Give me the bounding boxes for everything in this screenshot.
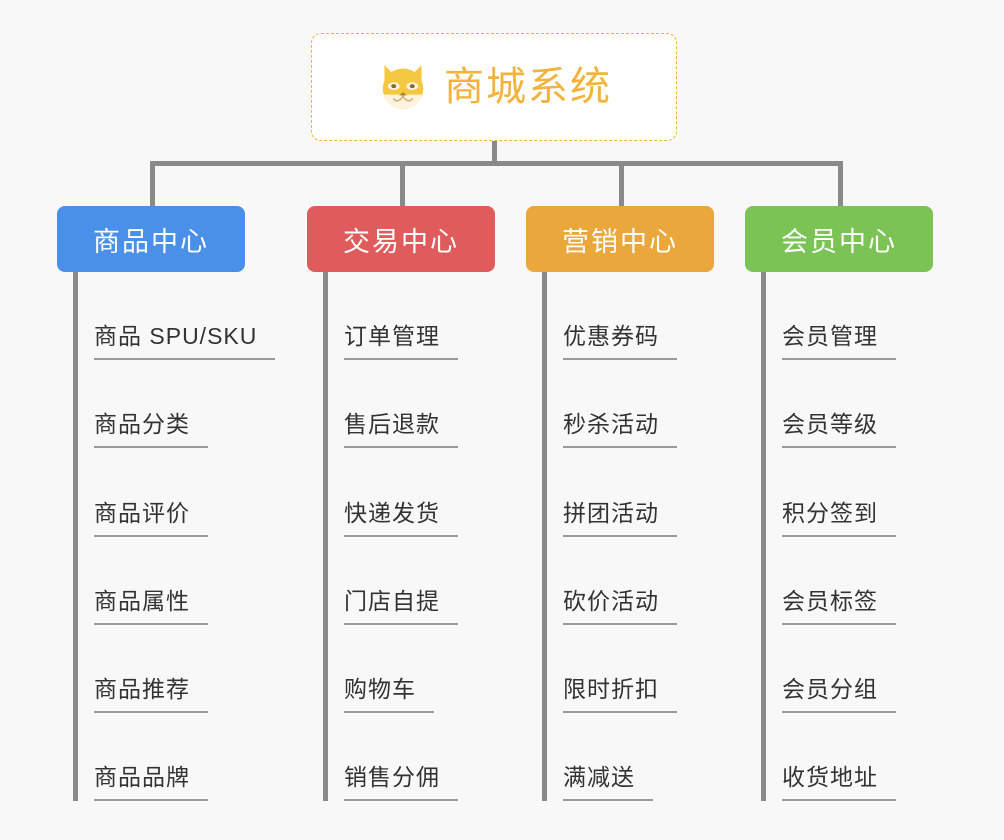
- leaf-label: 秒杀活动: [563, 405, 677, 449]
- leaf-label: 商品评价: [94, 494, 208, 537]
- list-item[interactable]: 拼团活动: [563, 448, 714, 537]
- category-card-product[interactable]: 商品中心: [57, 206, 245, 272]
- category-label: 商品中心: [93, 226, 209, 257]
- list-item[interactable]: 商品分类: [94, 360, 245, 449]
- list-item[interactable]: 商品推荐: [94, 625, 245, 713]
- list-item[interactable]: 收货地址: [782, 713, 933, 802]
- category-card-marketing[interactable]: 营销中心: [526, 206, 714, 272]
- list-item[interactable]: 商品属性: [94, 537, 245, 625]
- category-card-trade[interactable]: 交易中心: [307, 206, 495, 272]
- leaf-label: 购物车: [344, 670, 434, 713]
- root-stem-connector: [492, 141, 497, 165]
- list-item[interactable]: 秒杀活动: [563, 360, 714, 449]
- leaf-label: 优惠券码: [563, 317, 677, 361]
- list-item[interactable]: 售后退款: [344, 360, 495, 449]
- leaf-label: 拼团活动: [563, 494, 677, 537]
- category-card-member[interactable]: 会员中心: [745, 206, 933, 272]
- leaf-label: 商品品牌: [94, 758, 208, 802]
- list-item[interactable]: 会员管理: [782, 272, 933, 361]
- branch-drop-connector-1: [150, 161, 155, 209]
- branch-drop-connector-2: [400, 161, 405, 209]
- root-title: 商城系统: [444, 65, 612, 109]
- branch-column-member: 会员中心 会员管理 会员等级 积分签到 会员标签 会员分组 收货地址: [745, 206, 933, 802]
- list-item[interactable]: 砍价活动: [563, 537, 714, 625]
- leaf-label: 售后退款: [344, 405, 458, 449]
- leaf-label: 商品属性: [94, 582, 208, 625]
- leaf-label: 订单管理: [344, 317, 458, 361]
- branch-bus-connector: [150, 161, 843, 166]
- list-item[interactable]: 商品评价: [94, 448, 245, 537]
- leaf-label: 快递发货: [344, 494, 458, 537]
- leaf-list-product: 商品 SPU/SKU 商品分类 商品评价 商品属性 商品推荐 商品品牌: [73, 272, 276, 802]
- leaf-label: 会员分组: [782, 670, 896, 713]
- leaf-label: 满减送: [563, 758, 653, 802]
- leaf-label: 会员等级: [782, 405, 896, 449]
- leaf-label: 商品推荐: [94, 670, 208, 713]
- branch-column-product: 商品中心 商品 SPU/SKU 商品分类 商品评价 商品属性 商品推荐 商品品牌: [57, 206, 276, 802]
- leaf-label: 砍价活动: [563, 582, 677, 625]
- leaf-label: 商品分类: [94, 405, 208, 449]
- list-item[interactable]: 优惠券码: [563, 272, 714, 361]
- leaf-label: 销售分佣: [344, 758, 458, 802]
- branch-drop-connector-4: [838, 161, 843, 209]
- list-item[interactable]: 购物车: [344, 625, 495, 713]
- leaf-label: 商品 SPU/SKU: [94, 317, 276, 361]
- list-item[interactable]: 满减送: [563, 713, 714, 802]
- category-label: 会员中心: [781, 226, 897, 257]
- leaf-label: 积分签到: [782, 494, 896, 537]
- branch-column-marketing: 营销中心 优惠券码 秒杀活动 拼团活动 砍价活动 限时折扣 满减送: [526, 206, 714, 802]
- category-label: 交易中心: [343, 226, 459, 257]
- branch-column-trade: 交易中心 订单管理 售后退款 快递发货 门店自提 购物车 销售分佣: [307, 206, 495, 802]
- list-item[interactable]: 订单管理: [344, 272, 495, 361]
- list-item[interactable]: 限时折扣: [563, 625, 714, 713]
- list-item[interactable]: 商品品牌: [94, 713, 245, 802]
- root-node[interactable]: 商城系统: [311, 33, 677, 141]
- list-item[interactable]: 商品 SPU/SKU: [94, 272, 276, 361]
- leaf-label: 限时折扣: [563, 670, 677, 713]
- list-item[interactable]: 会员标签: [782, 537, 933, 625]
- list-item[interactable]: 会员等级: [782, 360, 933, 449]
- leaf-list-member: 会员管理 会员等级 积分签到 会员标签 会员分组 收货地址: [761, 272, 933, 802]
- list-item[interactable]: 积分签到: [782, 448, 933, 537]
- leaf-label: 收货地址: [782, 758, 896, 802]
- leaf-list-marketing: 优惠券码 秒杀活动 拼团活动 砍价活动 限时折扣 满减送: [542, 272, 714, 802]
- list-item[interactable]: 快递发货: [344, 448, 495, 537]
- leaf-label: 会员管理: [782, 317, 896, 361]
- list-item[interactable]: 销售分佣: [344, 713, 495, 802]
- branch-drop-connector-3: [619, 161, 624, 209]
- category-label: 营销中心: [562, 226, 678, 257]
- list-item[interactable]: 会员分组: [782, 625, 933, 713]
- leaf-label: 会员标签: [782, 582, 896, 625]
- leaf-list-trade: 订单管理 售后退款 快递发货 门店自提 购物车 销售分佣: [323, 272, 495, 802]
- shiba-dog-face-icon: [382, 65, 424, 109]
- list-item[interactable]: 门店自提: [344, 537, 495, 625]
- leaf-label: 门店自提: [344, 582, 458, 625]
